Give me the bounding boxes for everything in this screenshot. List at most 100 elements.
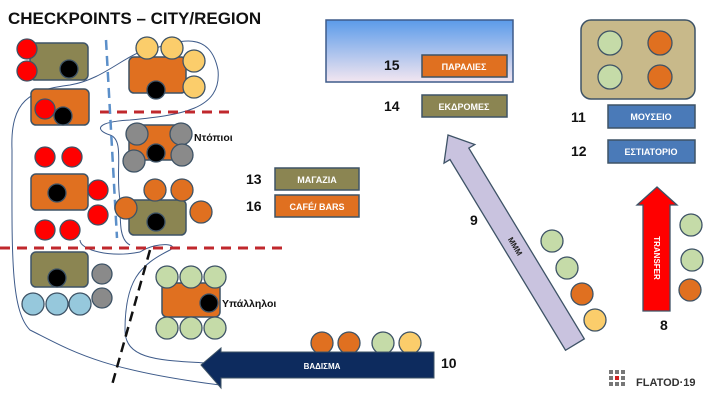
locals-label: Ντόπιοι — [194, 132, 233, 144]
person-red — [59, 219, 81, 241]
arrow-number: 10 — [441, 355, 457, 371]
logo-text: FLATOD·19 — [636, 377, 696, 389]
mmm-arrow: MMM — [443, 134, 586, 352]
person-gray — [169, 122, 193, 146]
person-orange — [678, 278, 702, 302]
person-orange — [337, 331, 361, 355]
person-black — [53, 106, 73, 126]
walking-arrow — [200, 346, 435, 390]
table-group — [30, 88, 90, 126]
transfer-arrow-label: TRANSFER — [652, 236, 661, 280]
checkpoint-number: 14 — [384, 98, 400, 114]
checkpoint-number: 13 — [246, 171, 262, 187]
checkpoint-number: 11 — [571, 109, 586, 125]
person-lightgreen — [203, 316, 227, 340]
table-group — [30, 146, 109, 241]
person-orange — [647, 64, 673, 90]
person-red — [34, 98, 56, 120]
checkpoint-box-cafe-bars — [274, 194, 360, 218]
checkpoint-number: 15 — [384, 57, 400, 73]
person-yellow — [182, 49, 206, 73]
table-group-employees: Υπάλληλοι — [155, 265, 276, 340]
person-lightgreen — [679, 213, 703, 237]
person-lightgreen — [179, 316, 203, 340]
person-black — [146, 80, 166, 100]
person-gray — [170, 143, 194, 167]
person-lightgreen — [555, 256, 579, 280]
checkpoint-label: ΠΑΡΑΛΙΕΣ — [442, 62, 487, 72]
employees-label: Υπάλληλοι — [222, 298, 276, 310]
person-red — [16, 38, 38, 60]
person-lightgreen — [155, 316, 179, 340]
arrow-number: 9 — [470, 212, 478, 228]
person-orange — [647, 30, 673, 56]
checkpoint-box-excursions — [421, 94, 508, 118]
person-orange — [310, 331, 334, 355]
transfer-arrow — [635, 186, 679, 312]
checkpoint-label: CAFÉ/ BARS — [289, 202, 344, 212]
person-yellow — [160, 36, 184, 60]
person-lightgreen — [179, 265, 203, 289]
person-yellow — [583, 308, 607, 332]
mmm-arrow-shape — [443, 134, 586, 352]
person-red — [61, 146, 83, 168]
person-lightgreen — [371, 331, 395, 355]
person-orange — [570, 282, 594, 306]
person-lightgreen — [203, 265, 227, 289]
person-yellow — [135, 36, 159, 60]
person-red — [34, 219, 56, 241]
person-lightblue — [21, 292, 45, 316]
person-black — [146, 143, 166, 163]
checkpoint-box-beaches — [421, 54, 508, 78]
person-red — [87, 204, 109, 226]
person-lightgreen — [597, 30, 623, 56]
page-title: CHECKPOINTS – CITY/REGION — [8, 9, 261, 28]
person-yellow — [182, 75, 206, 99]
person-red — [34, 146, 56, 168]
black-dashed-boundary — [110, 249, 152, 386]
person-orange — [114, 196, 138, 220]
person-gray — [91, 287, 113, 309]
person-orange — [170, 178, 194, 202]
person-lightblue — [68, 292, 92, 316]
checkpoint-box-restaurant — [607, 139, 696, 164]
checkpoint-number: 12 — [571, 143, 587, 159]
person-black — [47, 268, 67, 288]
person-yellow — [398, 331, 422, 355]
checkpoint-number: 16 — [246, 198, 262, 214]
table-group — [114, 178, 213, 236]
person-black — [47, 183, 67, 203]
person-red — [16, 60, 38, 82]
flatod-logo: FLATOD·19 — [609, 370, 696, 389]
person-black — [59, 59, 79, 79]
person-lightgreen — [597, 64, 623, 90]
person-lightgreen — [155, 265, 179, 289]
person-lightgreen — [680, 248, 704, 272]
person-orange — [143, 178, 167, 202]
person-black — [146, 212, 166, 232]
arrow-number: 8 — [660, 317, 668, 333]
person-black — [199, 293, 219, 313]
checkpoint-label: ΕΚΔΡΟΜΕΣ — [439, 102, 490, 112]
museum-table — [580, 19, 696, 100]
checkpoint-label: ΜΑΓΑΖΙΑ — [297, 175, 337, 185]
walking-arrow-label: ΒΑΔΙΣΜΑ — [304, 362, 341, 371]
checkpoint-box-shops — [274, 167, 360, 191]
table-group — [21, 251, 113, 316]
table-group-locals: Ντόπιοι — [122, 122, 233, 173]
checkpoint-box-museum — [607, 104, 696, 129]
person-orange — [189, 200, 213, 224]
person-lightblue — [45, 292, 69, 316]
table-group — [16, 38, 89, 82]
table-group — [128, 36, 206, 100]
person-gray — [91, 263, 113, 285]
person-gray — [122, 149, 146, 173]
person-gray — [125, 122, 149, 146]
person-red — [87, 179, 109, 201]
checkpoint-label: ΕΣΤΙΑΤΟΡΙΟ — [625, 147, 678, 157]
checkpoint-label: ΜΟΥΣΕΙΟ — [630, 112, 671, 122]
person-lightgreen — [540, 229, 564, 253]
table — [29, 42, 89, 81]
